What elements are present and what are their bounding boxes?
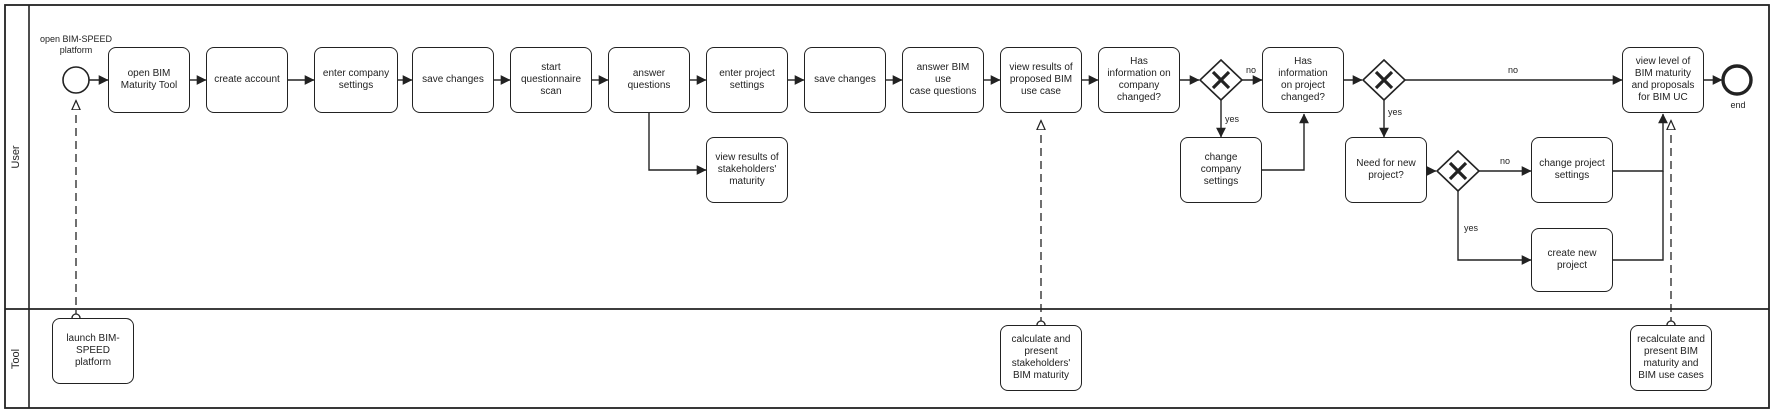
task-view-stakeholders-maturity[interactable]: view results of stakeholders' maturity [706, 137, 788, 203]
flow-label-gateway-1-no: no [1246, 65, 1257, 75]
flow-gateway-3-yes [1457, 191, 1532, 265]
task-calculate-stakeholders-maturity[interactable]: calculate and present stakeholders' BIM … [1000, 325, 1082, 391]
end-event-label: end [1730, 100, 1746, 110]
flow-label-gateway-3-yes: yes [1464, 223, 1479, 233]
flow-label-gateway-2-no: no [1508, 65, 1519, 75]
task-change-company-settings[interactable]: change company settings [1180, 137, 1262, 203]
task-enter-project-settings[interactable]: enter project settings [706, 47, 788, 113]
task-company-changed[interactable]: Has information on company changed? [1098, 47, 1180, 113]
task-project-changed[interactable]: Has information on project changed? [1262, 47, 1344, 113]
flow-create-project-to-view-level [1613, 171, 1664, 261]
task-start-questionnaire-scan[interactable]: start questionnaire scan [510, 47, 592, 113]
lane-label-user: User [10, 145, 22, 169]
start-event-label: open BIM-SPEED platform [39, 34, 113, 55]
task-answer-bim-use-case-questions[interactable]: answer BIM use case questions [902, 47, 984, 113]
task-need-new-project[interactable]: Need for new project? [1345, 137, 1427, 203]
task-change-project-settings[interactable]: change project settings [1531, 137, 1613, 203]
pool-border [4, 4, 1770, 409]
task-view-proposed-bim-use-case[interactable]: view results of proposed BIM use case [1000, 47, 1082, 113]
gateway-project-changed [1361, 58, 1407, 102]
flow-change-company-to-project-changed [1262, 113, 1309, 171]
flow-label-gateway-1-yes: yes [1225, 114, 1240, 124]
end-event [1721, 64, 1753, 96]
task-create-new-project[interactable]: create new project [1531, 228, 1613, 292]
sequence-flows [89, 75, 1723, 265]
task-open-bim-maturity-tool[interactable]: open BIM Maturity Tool [108, 47, 190, 113]
task-save-changes-1[interactable]: save changes [412, 47, 494, 113]
flow-to-view-stakeholders [648, 113, 707, 175]
task-recalculate-bim-maturity[interactable]: recalculate and present BIM maturity and… [1630, 325, 1712, 391]
gateway-need-new-project [1435, 149, 1481, 193]
task-launch-bim-speed-platform[interactable]: launch BIM- SPEED platform [52, 318, 134, 384]
flow-label-gateway-3-no: no [1500, 156, 1511, 166]
gateway-company-changed [1198, 58, 1244, 102]
message-flows [76, 100, 1671, 325]
start-event [62, 66, 90, 94]
lane-label-tool: Tool [10, 348, 22, 370]
flow-label-gateway-2-yes: yes [1388, 107, 1403, 117]
flow-change-project-to-view-level [1613, 113, 1668, 172]
task-answer-questions[interactable]: answer questions [608, 47, 690, 113]
task-enter-company-settings[interactable]: enter company settings [314, 47, 398, 113]
task-create-account[interactable]: create account [206, 47, 288, 113]
task-view-level-of-bim-maturity[interactable]: view level of BIM maturity and proposals… [1622, 47, 1704, 113]
task-save-changes-2[interactable]: save changes [804, 47, 886, 113]
